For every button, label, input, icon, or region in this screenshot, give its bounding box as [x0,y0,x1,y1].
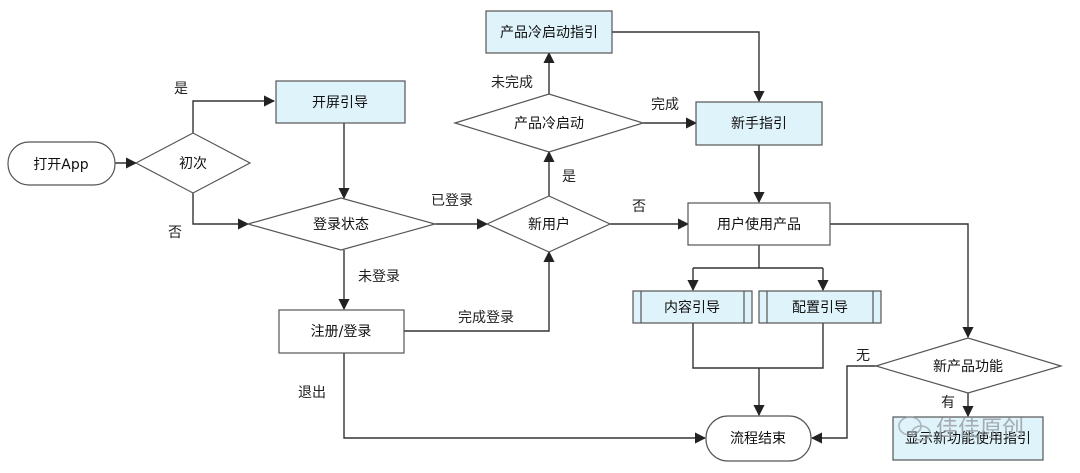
edge-first-no-to-login [192,193,250,230]
label-no-new: 否 [632,199,646,215]
node-open-app: 打开App [7,141,116,186]
node-flow-end: 流程结束 [705,415,812,462]
node-cold-start-guide-label: 产品冷启动指引 [500,25,598,41]
node-use-product-label: 用户使用产品 [717,216,801,233]
label-has: 有 [941,395,955,411]
node-config-guide-label: 配置引导 [792,300,848,316]
node-cold-start: 产品冷启动 [452,93,646,153]
label-none: 无 [856,348,870,364]
edge-content-to-end [692,323,759,369]
node-flow-end-label: 流程结束 [730,431,786,447]
node-content-guide: 内容引导 [632,290,753,324]
label-logged-in: 已登录 [431,193,473,209]
node-show-feature-guide-label: 显示新功能使用指引 [905,430,1031,447]
node-new-user-label: 新用户 [528,216,570,233]
wechat-icon [898,416,931,441]
label-not-done: 未完成 [491,75,533,91]
node-splash-guide-label: 开屏引导 [312,95,368,111]
node-open-app-label: 打开App [33,156,88,173]
node-first-time: 初次 [134,132,252,194]
label-no-first: 否 [168,225,182,241]
edge-register-exit-to-end [343,353,707,444]
edge-newfeature-none-to-end [810,365,876,444]
node-register-login: 注册/登录 [278,309,405,354]
edge-guide-to-novice [612,31,765,103]
label-login-done: 完成登录 [458,310,514,326]
node-login-status-label: 登录状态 [313,217,369,233]
label-yes-first: 是 [174,81,188,97]
edge-use-to-newfeature [830,223,974,339]
edges [115,31,974,444]
node-novice-guide-label: 新手指引 [731,116,787,132]
label-not-logged-in: 未登录 [358,269,400,285]
edge-config-to-end [759,323,824,369]
node-register-login-label: 注册/登录 [311,324,372,340]
edge-register-to-newuser [404,250,555,332]
label-yes-new: 是 [562,169,576,185]
edge-first-yes-to-splash [192,95,276,133]
node-first-time-label: 初次 [179,155,207,172]
node-config-guide: 配置引导 [758,290,882,324]
watermark-text: 佳佳原创 [936,417,1024,442]
node-login-status: 登录状态 [245,197,438,251]
node-novice-guide: 新手指引 [695,101,823,146]
node-show-feature-guide: 显示新功能使用指引 [892,416,1044,461]
node-new-feature-label: 新产品功能 [933,359,1003,375]
node-new-user: 新用户 [485,195,612,253]
label-exit: 退出 [298,385,326,401]
node-new-feature: 新产品功能 [873,337,1064,394]
watermark: 佳佳原创 [898,416,1024,442]
node-cold-start-label: 产品冷启动 [514,116,584,132]
node-use-product: 用户使用产品 [687,202,831,246]
edge-labels: 是 否 已登录 未登录 完成登录 退出 是 否 未完成 完成 无 有 [168,75,955,411]
node-cold-start-guide: 产品冷启动指引 [485,10,613,54]
node-splash-guide: 开屏引导 [275,80,406,124]
label-done: 完成 [651,97,679,113]
node-content-guide-label: 内容引导 [664,299,720,316]
